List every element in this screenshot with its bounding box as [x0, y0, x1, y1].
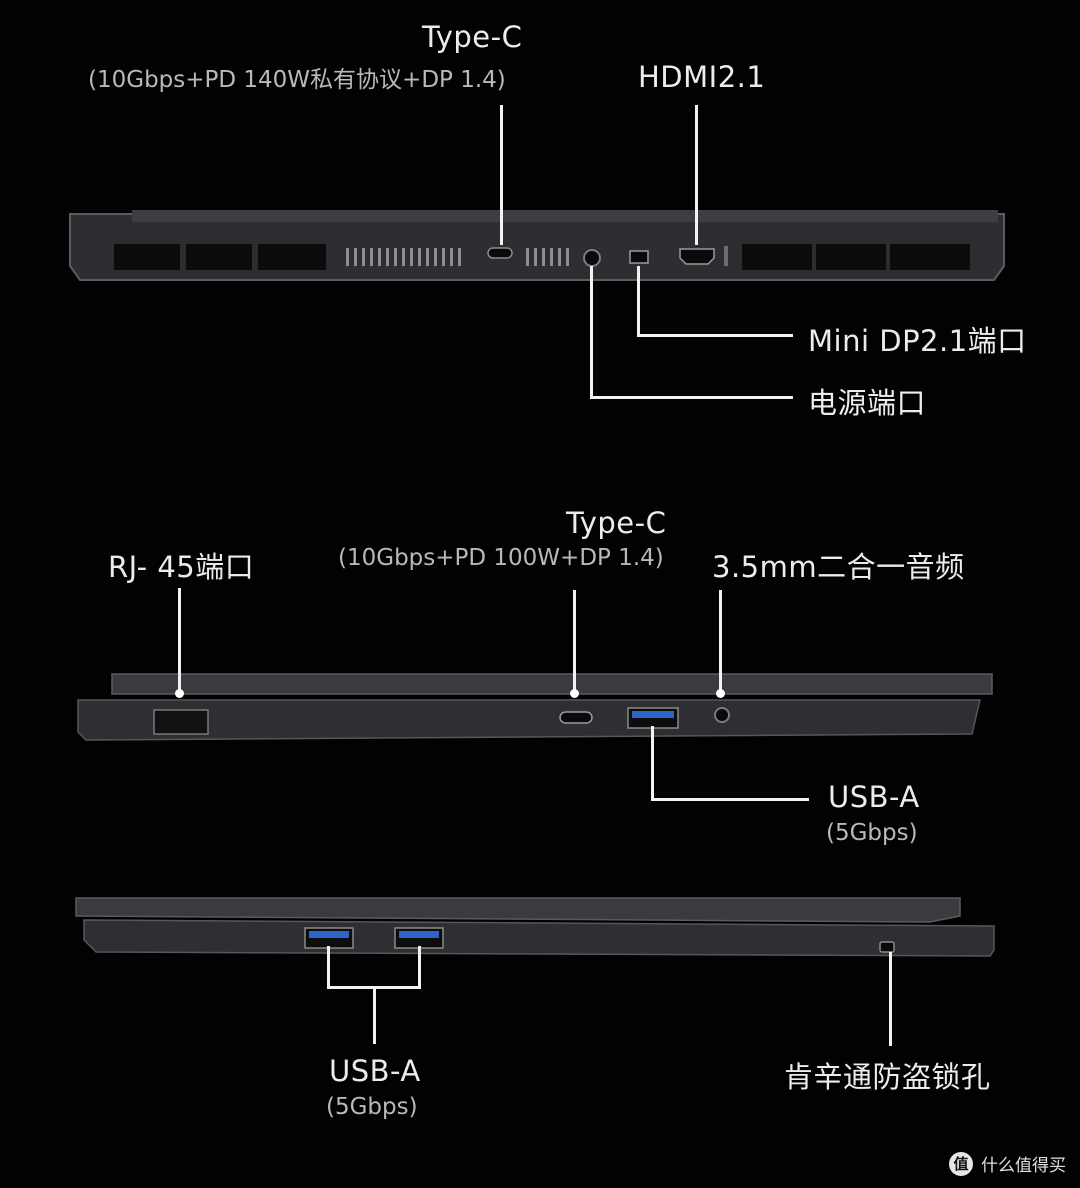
- rear-vent-left-2: [186, 244, 252, 270]
- rear-small-grille: [346, 248, 569, 266]
- right-base: [83, 919, 995, 957]
- rear-power-label: 电源端口: [808, 386, 927, 420]
- rear-vent-right-2: [816, 244, 886, 270]
- left-rj45-port: [153, 709, 209, 735]
- left-rj45-dot: [175, 689, 184, 698]
- left-lid: [111, 673, 993, 695]
- rear-vent-left-3: [258, 244, 326, 270]
- rear-hdmi-label: HDMI2.1: [638, 60, 766, 94]
- laptop-left-side-view: [77, 673, 993, 741]
- rear-power-callout-v: [590, 266, 593, 398]
- left-audio-callout: [719, 590, 722, 692]
- watermark-text: 什么值得买: [981, 1156, 1066, 1176]
- left-audio-jack: [714, 707, 730, 723]
- laptop-rear-view: [69, 210, 1005, 281]
- right-usba-callout-1: [327, 946, 330, 988]
- rear-typec-port: [487, 247, 513, 259]
- watermark-badge-icon: 值: [949, 1151, 973, 1176]
- right-usba-tongue-1: [309, 931, 349, 938]
- right-lock-label: 肯辛通防盗锁孔: [784, 1060, 991, 1094]
- left-usba-tongue: [632, 711, 674, 718]
- watermark: 值 什么值得买: [949, 1151, 1066, 1176]
- rear-minidp-label: Mini DP2.1端口: [808, 324, 1027, 358]
- rear-hdmi-callout: [695, 105, 698, 245]
- rear-typec-callout: [500, 105, 503, 245]
- left-audio-label: 3.5mm二合一音频: [712, 550, 965, 584]
- left-typec-port: [559, 711, 593, 724]
- rear-power-port: [583, 249, 601, 267]
- left-rj45-callout: [178, 588, 181, 692]
- rear-power-callout-h: [590, 396, 793, 399]
- rear-minidp-port: [629, 250, 649, 264]
- left-typec-spec: (10Gbps+PD 100W+DP 1.4): [338, 545, 664, 571]
- left-usba-callout-v: [651, 726, 654, 800]
- rear-typec-title: Type-C: [422, 20, 523, 54]
- rear-vent-right-1: [742, 244, 812, 270]
- right-usba-callout-2: [418, 946, 421, 988]
- rear-vent-right-3: [890, 244, 970, 270]
- laptop-right-side-view: [75, 897, 995, 957]
- left-typec-dot: [570, 689, 579, 698]
- rear-hdmi-port: [679, 248, 715, 265]
- left-typec-callout: [573, 590, 576, 692]
- left-audio-dot: [716, 689, 725, 698]
- right-lock-callout: [889, 952, 892, 1046]
- left-usba-spec: (5Gbps): [826, 820, 918, 846]
- right-usba-title: USB-A: [329, 1054, 421, 1088]
- left-typec-title: Type-C: [566, 506, 667, 540]
- right-usba-spec: (5Gbps): [326, 1094, 418, 1120]
- right-kensington-slot: [879, 941, 895, 953]
- rear-top-lid: [132, 210, 998, 222]
- rear-typec-spec: (10Gbps+PD 140W私有协议+DP 1.4): [88, 67, 506, 93]
- rear-minidp-callout-v: [637, 266, 640, 336]
- left-usba-title: USB-A: [828, 780, 920, 814]
- left-base: [77, 699, 981, 741]
- right-lid: [75, 897, 961, 923]
- rear-minidp-callout-h: [637, 334, 793, 337]
- rear-vent-left-1: [114, 244, 180, 270]
- left-usba-callout-h: [651, 798, 809, 801]
- right-usba-callout-stem: [373, 986, 376, 1044]
- right-usba-tongue-2: [399, 931, 439, 938]
- left-rj45-label: RJ- 45端口: [108, 550, 255, 584]
